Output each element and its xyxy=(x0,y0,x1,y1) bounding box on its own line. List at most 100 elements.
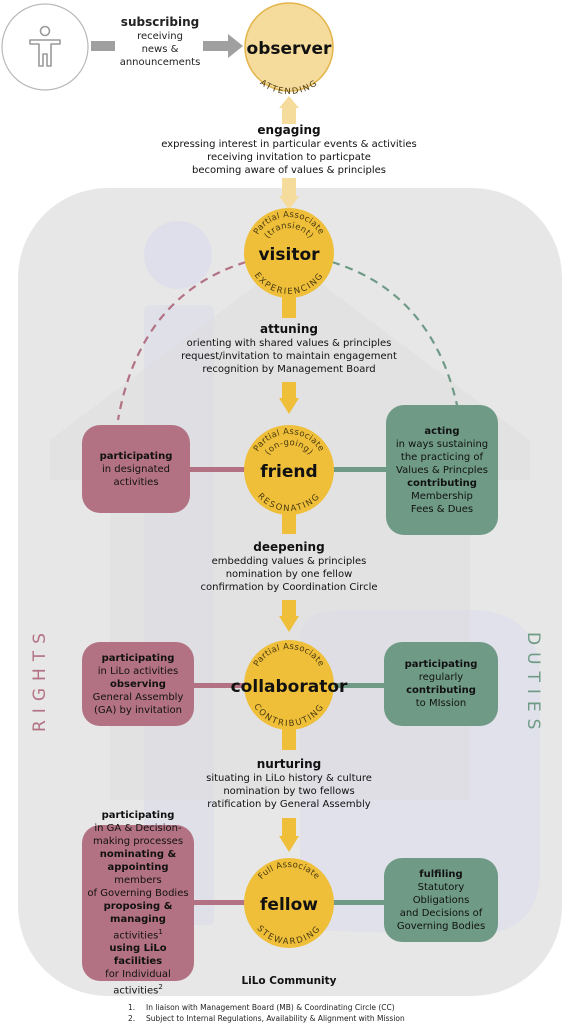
rights-fellow-text: making processes xyxy=(92,835,184,847)
link-fellow-duties xyxy=(330,900,388,905)
person-icon xyxy=(29,25,61,67)
node-fellow: Full Associate fellow STEWARDING xyxy=(244,858,334,948)
rights-collab-bold: participating xyxy=(101,652,175,664)
rights-fellow-bold: nominating & xyxy=(99,848,177,860)
duties-box-collaborator: participating regularly contributing to … xyxy=(384,642,498,726)
connector-engaging xyxy=(279,96,299,210)
rights-collab-text: in LiLo activities xyxy=(97,665,179,677)
link-friend-duties xyxy=(330,467,388,472)
stage-engaging-line: expressing interest in particular events… xyxy=(161,139,417,150)
rights-collab-bold: observing xyxy=(110,678,166,690)
duties-fellow-text: Statutory Obligations xyxy=(412,881,470,906)
duties-friend-text: in ways sustaining xyxy=(395,438,489,450)
stage-deepening-head: deepening xyxy=(253,540,325,554)
rights-fellow-text: of Governing Bodies xyxy=(87,887,189,899)
duties-fellow-text: Governing Bodies xyxy=(396,920,486,932)
person-icon-circle xyxy=(1,3,89,91)
subscribing-head: subscribing xyxy=(120,15,200,29)
rights-fellow-sup: 2 xyxy=(158,983,163,991)
rights-fellow-text: members xyxy=(114,874,162,886)
stage-nurturing: nurturing situating in LiLo history & cu… xyxy=(0,757,578,811)
stage-deepening-line: confirmation by Coordination Circle xyxy=(200,582,378,593)
subscribing-label: subscribing receiving news & announcemen… xyxy=(110,15,210,69)
duties-fellow-bold: fulfiling xyxy=(419,868,463,880)
stage-deepening-line: embedding values & principles xyxy=(211,556,367,567)
grey-arrow-left xyxy=(91,41,115,51)
duties-side-label: DUTIES xyxy=(523,632,543,737)
duties-friend-text: the practicing of xyxy=(400,451,484,463)
link-friend-rights xyxy=(190,467,248,472)
duties-friend-text: Fees & Dues xyxy=(410,503,474,515)
connector-nurturing xyxy=(279,728,299,852)
rights-fellow-line: appointing members xyxy=(86,861,190,887)
rights-collab-text: General Assembly xyxy=(92,691,184,703)
stage-deepening-line: nomination by one fellow xyxy=(225,569,353,580)
node-collaborator: Partial Associate collaborator CONTRIBUT… xyxy=(231,640,348,730)
duties-collab-bold: participating xyxy=(404,659,478,670)
dashed-arc-duties xyxy=(331,260,462,421)
node-friend: Partial Associate (on-going) friend RESO… xyxy=(244,425,334,515)
link-collab-duties xyxy=(330,683,388,688)
rights-fellow-sup: 1 xyxy=(158,927,163,936)
duties-friend-bold: contributing xyxy=(407,477,477,489)
duties-friend-bold: acting xyxy=(424,425,460,437)
dashed-arc-rights xyxy=(116,260,247,421)
rights-friend-text: in designated xyxy=(101,463,171,475)
duties-collab-text: regularly xyxy=(418,672,464,683)
node-visitor: Partial Associate (transient) visitor EX… xyxy=(244,208,334,298)
stage-engaging: engaging expressing interest in particul… xyxy=(0,123,578,177)
stage-engaging-head: engaging xyxy=(257,123,321,137)
rights-fellow-text: for Individual xyxy=(105,969,171,980)
duties-box-fellow: fulfiling Statutory Obligations and Deci… xyxy=(384,858,498,942)
node-collaborator-title: collaborator xyxy=(231,677,348,697)
connector-deepening xyxy=(279,512,299,632)
subscribing-line: receiving xyxy=(137,31,183,42)
node-fellow-title: fellow xyxy=(260,895,318,915)
rights-fellow-line: managing activities1 xyxy=(86,913,190,942)
node-friend-title: friend xyxy=(260,462,317,482)
rights-fellow-bold: managing xyxy=(110,913,166,925)
stage-nurturing-head: nurturing xyxy=(256,757,322,771)
rights-box-collaborator: participating in LiLo activities observi… xyxy=(82,642,194,726)
rights-box-fellow: participating in GA & Decision- making p… xyxy=(82,810,194,996)
stage-attuning-head: attuning xyxy=(260,322,318,336)
rights-fellow-text: in GA & Decision- xyxy=(94,822,182,834)
stage-nurturing-line: nomination by two fellows xyxy=(223,786,355,797)
rights-fellow-bold: appointing xyxy=(107,861,169,873)
rights-fellow-text: activities xyxy=(113,930,159,941)
link-collab-rights xyxy=(190,683,248,688)
footnote-text: Subject to Internal Regulations, Availab… xyxy=(146,1014,405,1023)
duties-collab-text: to MIssion xyxy=(415,698,467,709)
stage-engaging-line: becoming aware of values & principles xyxy=(192,165,386,176)
rights-fellow-bold: participating xyxy=(101,809,175,821)
footnote-number: 2. xyxy=(128,1014,136,1023)
rights-friend-bold: participating xyxy=(99,450,173,462)
connector-attuning xyxy=(279,296,299,414)
stage-engaging-line: receiving invitation to particpate xyxy=(207,152,371,163)
rights-fellow-text: activities xyxy=(113,985,159,997)
community-label: LiLo Community xyxy=(241,975,337,987)
duties-box-friend: acting in ways sustaining the practicing… xyxy=(386,405,498,535)
node-visitor-title: visitor xyxy=(258,245,320,265)
link-fellow-rights xyxy=(190,900,248,905)
rights-friend-text: activities xyxy=(113,476,159,488)
stage-attuning: attuning orienting with shared values & … xyxy=(0,322,578,376)
footnote-text: In liaison with Management Board (MB) & … xyxy=(146,1003,395,1012)
subscribing-line: news & xyxy=(141,44,179,55)
rights-box-friend: participating in designated activities xyxy=(82,425,190,513)
node-observer: observer ATTENDING xyxy=(244,2,334,97)
logo-dot-shape xyxy=(144,221,212,289)
stage-attuning-line: recognition by Management Board xyxy=(202,364,376,375)
rights-side-label: RIGHTS xyxy=(30,626,50,732)
footnote-1: 1. In liaison with Management Board (MB) … xyxy=(128,1002,405,1013)
node-observer-title: observer xyxy=(247,39,332,59)
rights-collab-text: (GA) by invitation xyxy=(93,704,183,716)
stage-attuning-line: request/invitation to maintain engagemen… xyxy=(181,351,397,362)
duties-collab-bold: contributing xyxy=(406,685,476,696)
footnote-2: 2. Subject to Internal Regulations, Avail… xyxy=(128,1013,405,1024)
footnote-number: 1. xyxy=(128,1003,136,1012)
stage-nurturing-line: situating in LiLo history & culture xyxy=(206,773,372,784)
stage-nurturing-line: ratification by General Assembly xyxy=(207,799,371,810)
rights-fellow-line: activities2 xyxy=(86,981,190,997)
